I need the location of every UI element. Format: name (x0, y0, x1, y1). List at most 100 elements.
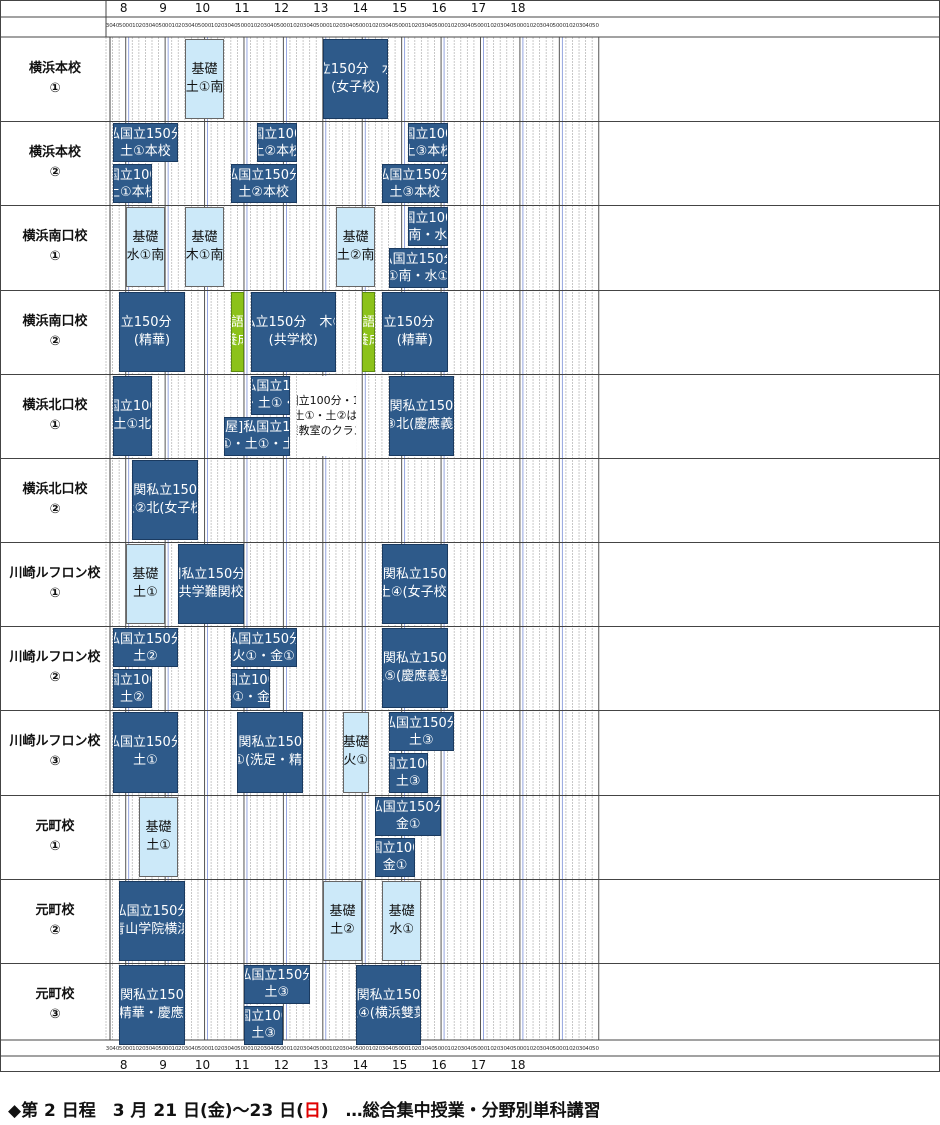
class-block: 基礎土② (322, 880, 363, 961)
hour-label: 12 (274, 1058, 289, 1072)
minute-tick-label: 00 (125, 23, 132, 29)
class-block-line: 私国立150分 (114, 631, 178, 647)
class-block-line: 土①南 (185, 80, 224, 96)
class-block-line: 基礎 (342, 230, 369, 246)
minute-tick-label: 40 (546, 23, 553, 29)
class-block: 難関私立150分土③北(慶應義塾) (388, 375, 455, 456)
class-block-line: 養成 (363, 332, 374, 350)
row-label-number: ② (49, 670, 61, 686)
row-label-number: ① (49, 586, 61, 602)
minute-tick-label: 00 (480, 23, 487, 29)
minute-tick-label: 00 (323, 23, 330, 29)
minute-tick-label: 40 (507, 1046, 514, 1052)
minute-tick-label: 20 (493, 1046, 500, 1052)
minute-tick-label: 50 (277, 1046, 284, 1052)
class-block-line: 私国立150分 (389, 715, 453, 731)
class-block-line: 土②南 (336, 248, 375, 264)
minute-tick-label: 40 (546, 1046, 553, 1052)
minute-tick-label: 10 (526, 1046, 533, 1052)
row-label-school: 横浜北口校 (22, 397, 88, 413)
minute-tick-label: 30 (539, 23, 546, 29)
class-block-line: ←私国立100分・150分 (297, 394, 356, 408)
class-block-line: 土③ (264, 985, 290, 1001)
class-block-line: 火①・金① (232, 689, 271, 705)
minute-tick-label: 00 (125, 1046, 132, 1052)
class-block-line: 難関私立150分 α (179, 567, 244, 583)
minute-tick-label: 30 (303, 1046, 310, 1052)
caption-suffix: ) …総合集中授業・分野別単科講習 (320, 1101, 601, 1121)
minute-tick-label: 50 (355, 23, 362, 29)
hour-label: 18 (510, 1058, 525, 1072)
class-block-line: 基礎 (132, 567, 159, 583)
class-block-line: 土①(青山学院横浜英和) (120, 921, 184, 937)
class-block: 難関私立150分土④(女子校) (381, 544, 448, 625)
schedule-caption: ◆第 2 日程 3 月 21 日(金)～23 日(日) …総合集中授業・分野別単… (8, 1096, 601, 1121)
minute-tick-label: 20 (178, 1046, 185, 1052)
row-label-number: ③ (49, 754, 61, 770)
minute-tick-label: 10 (171, 23, 178, 29)
row-separator (0, 710, 940, 712)
minute-tick-label: 50 (237, 1046, 244, 1052)
minute-tick-label: 10 (329, 1046, 336, 1052)
hour-label: 13 (313, 1058, 328, 1072)
minute-tick-label: 00 (165, 23, 172, 29)
minute-tick-label: 50 (316, 23, 323, 29)
minute-tick-label: 50 (434, 1046, 441, 1052)
class-block: 私国立150分土② (112, 628, 179, 668)
row-separator (0, 457, 940, 459)
minute-tick-label: 50 (355, 1046, 362, 1052)
row-label-number: ① (49, 417, 61, 433)
class-block-line: [高島屋]私国立150分 (225, 420, 290, 436)
row-label-school: 横浜本校 (28, 61, 81, 77)
minute-tick-label: 10 (408, 1046, 415, 1052)
minute-tick-label: 30 (224, 1046, 231, 1052)
minute-tick-label: 50 (553, 1046, 560, 1052)
hour-label: 9 (159, 1058, 167, 1072)
minute-tick-label: 00 (204, 1046, 211, 1052)
class-block: 難関私立150分土⑤(慶應義塾) (381, 628, 448, 709)
class-block-line: 私国立150分 (390, 251, 447, 267)
minute-tick-label: 20 (572, 1046, 579, 1052)
minute-tick-label: 50 (119, 1046, 126, 1052)
minute-tick-label: 40 (428, 23, 435, 29)
minute-tick-label: 50 (237, 23, 244, 29)
minute-tick-label: 40 (388, 23, 395, 29)
class-block: [高]私国立100分火①・土①・土② (250, 375, 290, 415)
minute-tick-label: 00 (480, 1046, 487, 1052)
minute-tick-label: 30 (539, 1046, 546, 1052)
minute-tick-label: 10 (447, 1046, 454, 1052)
hour-label: 14 (353, 1, 368, 15)
minute-tick-label: 30 (342, 23, 349, 29)
minute-tick-label: 40 (507, 23, 514, 29)
hour-label: 18 (510, 1, 525, 15)
row-label-number: ② (49, 501, 61, 517)
minute-tick-label: 20 (415, 23, 422, 29)
minute-tick-label: 20 (572, 23, 579, 29)
class-block-line: 高島屋教室のクラスです (297, 424, 356, 438)
minute-tick-label: 20 (454, 1046, 461, 1052)
class-block-line: 土②本校 (258, 143, 295, 159)
row-separator (0, 962, 940, 964)
minute-tick-label: 40 (191, 1046, 198, 1052)
class-block-line: 土② (119, 689, 145, 705)
class-block: 私国立150分土③ (243, 964, 310, 1004)
minute-tick-label: 20 (375, 1046, 382, 1052)
minute-tick-label: 40 (270, 1046, 277, 1052)
class-block: 基礎土① (138, 796, 179, 877)
class-block: 難関私立150分土④(横浜雙葉) (355, 964, 422, 1046)
minute-tick-label: 30 (145, 23, 152, 29)
hour-label: 11 (234, 1, 249, 15)
row-separator (0, 794, 940, 796)
class-block-line: 土① (133, 753, 158, 769)
class-block-line: 私国立100分 (376, 841, 413, 857)
minute-tick-label: 00 (362, 1046, 369, 1052)
minute-tick-label: 50 (592, 23, 599, 29)
class-block-line: 基礎 (388, 903, 415, 919)
row-label-number: ① (49, 838, 61, 854)
hour-label: 16 (431, 1058, 446, 1072)
minute-tick-label: 30 (263, 23, 270, 29)
class-block-line: 私国立100分 (409, 210, 446, 226)
hour-label: 11 (234, 1058, 249, 1072)
minute-tick-label: 50 (395, 23, 402, 29)
